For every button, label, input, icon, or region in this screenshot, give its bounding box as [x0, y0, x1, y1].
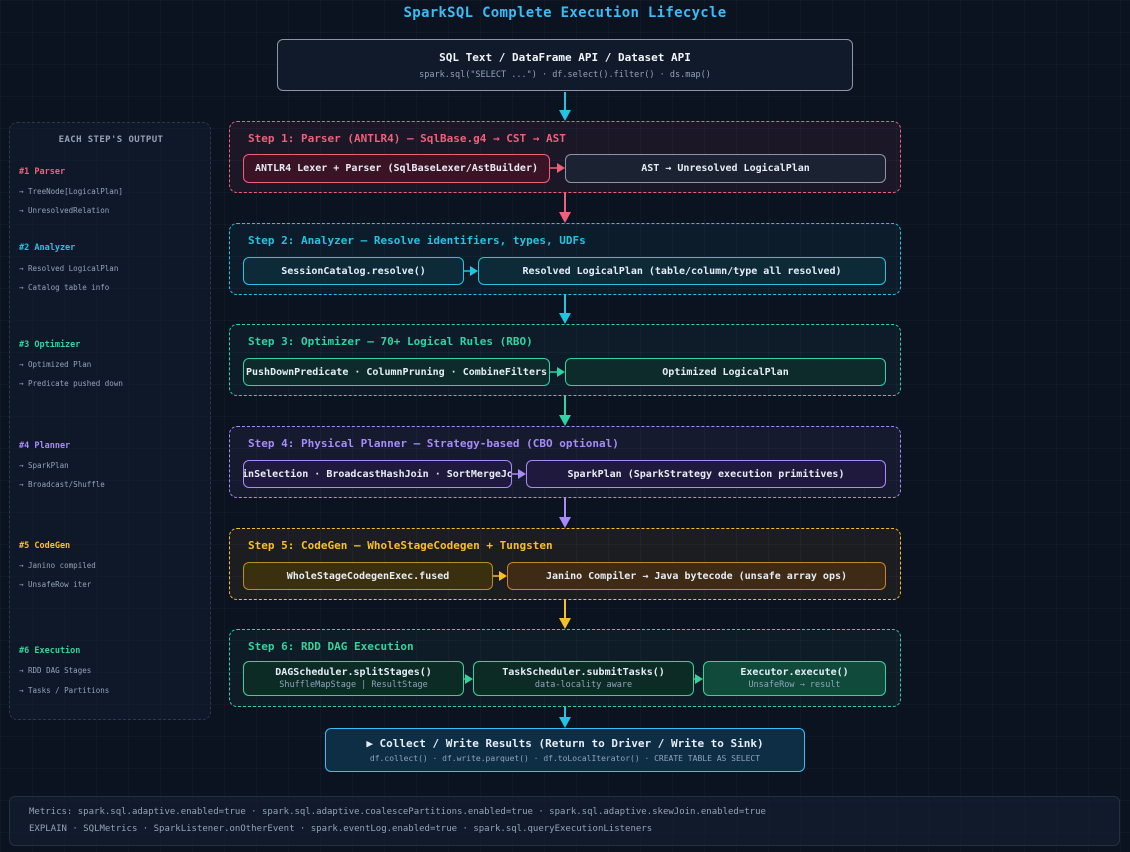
step-6-box-2-sub: data-locality aware	[534, 680, 633, 690]
output-box: ▶ Collect / Write Results (Return to Dri…	[325, 728, 805, 772]
step-3-title: Step 3: Optimizer — 70+ Logical Rules (R…	[248, 335, 533, 348]
arrow-step-3-to-step-4-head	[559, 415, 571, 426]
arrow-step-4-to-step-5-head	[559, 517, 571, 528]
step-1-box-lexer-parser: ANTLR4 Lexer + Parser (SqlBaseLexer/AstB…	[243, 154, 550, 183]
arrow-step-6-inner-1-head	[465, 674, 473, 684]
output-main: ▶ Collect / Write Results (Return to Dri…	[366, 737, 764, 750]
step-6-box-2-label: TaskScheduler.submitTasks()	[502, 667, 665, 678]
arrow-step-5-inner-head	[499, 571, 507, 581]
sidebar-item-codegen-line-1: → Janino compiled	[19, 561, 96, 570]
step-5-box-2-label: Janino Compiler → Java bytecode (unsafe …	[545, 570, 848, 582]
step-4-box-sparkplan: SparkPlan (SparkStrategy execution primi…	[526, 460, 886, 488]
arrow-step-4-inner-head	[518, 469, 526, 479]
step-4-title: Step 4: Physical Planner — Strategy-base…	[248, 437, 619, 450]
arrow-step-3-inner-head	[557, 367, 565, 377]
step-6-title: Step 6: RDD DAG Execution	[248, 640, 414, 653]
step-4-box-join-selection: JoinSelection · BroadcastHashJoin · Sort…	[243, 460, 512, 488]
step-6-box-taskscheduler: TaskScheduler.submitTasks() data-localit…	[473, 661, 694, 696]
step-4-box-1-label: JoinSelection · BroadcastHashJoin · Sort…	[243, 468, 512, 480]
sidebar-item-planner: #4 Planner	[19, 441, 71, 451]
step-6-box-dagscheduler: DAGScheduler.splitStages() ShuffleMapSta…	[243, 661, 464, 696]
arrow-step-5-to-step-6-head	[559, 618, 571, 629]
footer-metrics-line: Metrics: spark.sql.adaptive.enabled=true…	[29, 807, 766, 817]
step-1-box-ast: AST → Unresolved LogicalPlan	[565, 154, 886, 183]
sidebar-item-planner-line-2: → Broadcast/Shuffle	[19, 480, 105, 489]
step-5-box-wholestage: WholeStageCodegenExec.fused	[243, 562, 493, 590]
arrow-step-6-inner-2-head	[695, 674, 703, 684]
input-main: SQL Text / DataFrame API / Dataset API	[439, 50, 691, 64]
sidebar-item-optimizer-line-2: → Predicate pushed down	[19, 379, 123, 388]
step-2-box-resolved-plan: Resolved LogicalPlan (table/column/type …	[478, 257, 886, 285]
step-2-box-catalog: SessionCatalog.resolve()	[243, 257, 464, 285]
output-sub: df.collect() · df.write.parquet() · df.t…	[369, 754, 761, 763]
sidebar-heading: EACH STEP'S OUTPUT	[58, 135, 164, 145]
sidebar-item-planner-line-1: → SparkPlan	[19, 461, 69, 470]
sidebar-item-parser: #1 Parser	[19, 167, 66, 177]
step-2-box-1-label: SessionCatalog.resolve()	[281, 265, 426, 277]
step-6-box-1-sub: ShuffleMapStage | ResultStage	[279, 680, 428, 690]
step-6-box-3-label: Executor.execute()	[740, 667, 849, 678]
step-2-box-2-label: Resolved LogicalPlan (table/column/type …	[522, 265, 842, 277]
step-1-title: Step 1: Parser (ANTLR4) — SqlBase.g4 → C…	[248, 132, 566, 145]
arrow-step-6-to-output-head	[559, 717, 571, 728]
step-5-title: Step 5: CodeGen — WholeStageCodegen + Tu…	[248, 539, 553, 552]
sidebar-item-analyzer: #2 Analyzer	[19, 243, 76, 253]
arrow-step-2-to-step-3-head	[559, 313, 571, 324]
arrow-step-1-inner-head	[557, 163, 565, 173]
arrow-step-1-to-step-2-head	[559, 212, 571, 223]
step-3-box-2-label: Optimized LogicalPlan	[662, 366, 789, 378]
sidebar-item-parser-line-2: → UnresolvedRelation	[19, 206, 110, 215]
sidebar-item-execution-line-1: → RDD DAG Stages	[19, 666, 92, 675]
footer-listeners-line: EXPLAIN · SQLMetrics · SparkListener.onO…	[29, 824, 653, 834]
step-1-box-1-label: ANTLR4 Lexer + Parser (SqlBaseLexer/AstB…	[255, 163, 538, 174]
diagram-title: SparkSQL Complete Execution Lifecycle	[403, 5, 727, 21]
sidebar-item-execution: #6 Execution	[19, 646, 81, 656]
step-5-box-1-label: WholeStageCodegenExec.fused	[286, 570, 450, 582]
sidebar-item-parser-line-1: → TreeNode[LogicalPlan]	[19, 187, 123, 196]
step-2-title: Step 2: Analyzer — Resolve identifiers, …	[248, 234, 586, 247]
arrow-input-to-step-1-head	[559, 110, 571, 121]
step-6-box-executor: Executor.execute() UnsafeRow → result	[703, 661, 886, 696]
step-3-box-1-label: PushDownPredicate · ColumnPruning · Comb…	[245, 366, 548, 378]
step-1-box-2-label: AST → Unresolved LogicalPlan	[641, 163, 810, 174]
step-5-box-janino: Janino Compiler → Java bytecode (unsafe …	[507, 562, 886, 590]
sidebar-item-execution-line-2: → Tasks / Partitions	[19, 686, 110, 695]
sidebar-step-outputs: EACH STEP'S OUTPUT #1 Parser → TreeNode[…	[9, 122, 211, 720]
step-3-box-optimized-plan: Optimized LogicalPlan	[565, 358, 886, 386]
sidebar-item-analyzer-line-2: → Catalog table info	[19, 283, 110, 292]
sidebar-item-codegen: #5 CodeGen	[19, 541, 71, 551]
metrics-footer: Metrics: spark.sql.adaptive.enabled=true…	[9, 796, 1120, 846]
arrow-step-2-inner-head	[470, 266, 478, 276]
step-6-box-1-label: DAGScheduler.splitStages()	[275, 667, 432, 678]
input-box: SQL Text / DataFrame API / Dataset API s…	[277, 39, 853, 91]
sidebar-item-analyzer-line-1: → Resolved LogicalPlan	[19, 264, 119, 273]
step-4-box-2-label: SparkPlan (SparkStrategy execution primi…	[567, 468, 845, 480]
step-3-box-rules: PushDownPredicate · ColumnPruning · Comb…	[243, 358, 550, 386]
sidebar-item-codegen-line-2: → UnsafeRow iter	[19, 580, 92, 589]
sidebar-item-optimizer: #3 Optimizer	[19, 340, 81, 350]
sidebar-item-optimizer-line-1: → Optimized Plan	[19, 360, 92, 369]
input-sub: spark.sql("SELECT ...") · df.select().fi…	[419, 69, 711, 80]
step-6-box-3-sub: UnsafeRow → result	[748, 680, 841, 690]
